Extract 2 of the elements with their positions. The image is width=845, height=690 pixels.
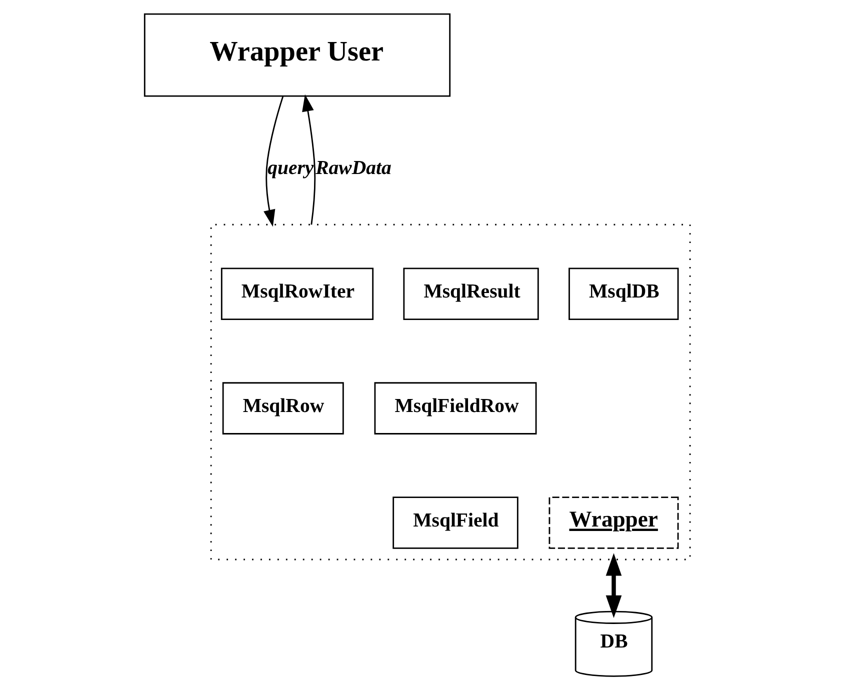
edge-label: RawData (315, 157, 391, 180)
edge-label: query (267, 157, 314, 180)
